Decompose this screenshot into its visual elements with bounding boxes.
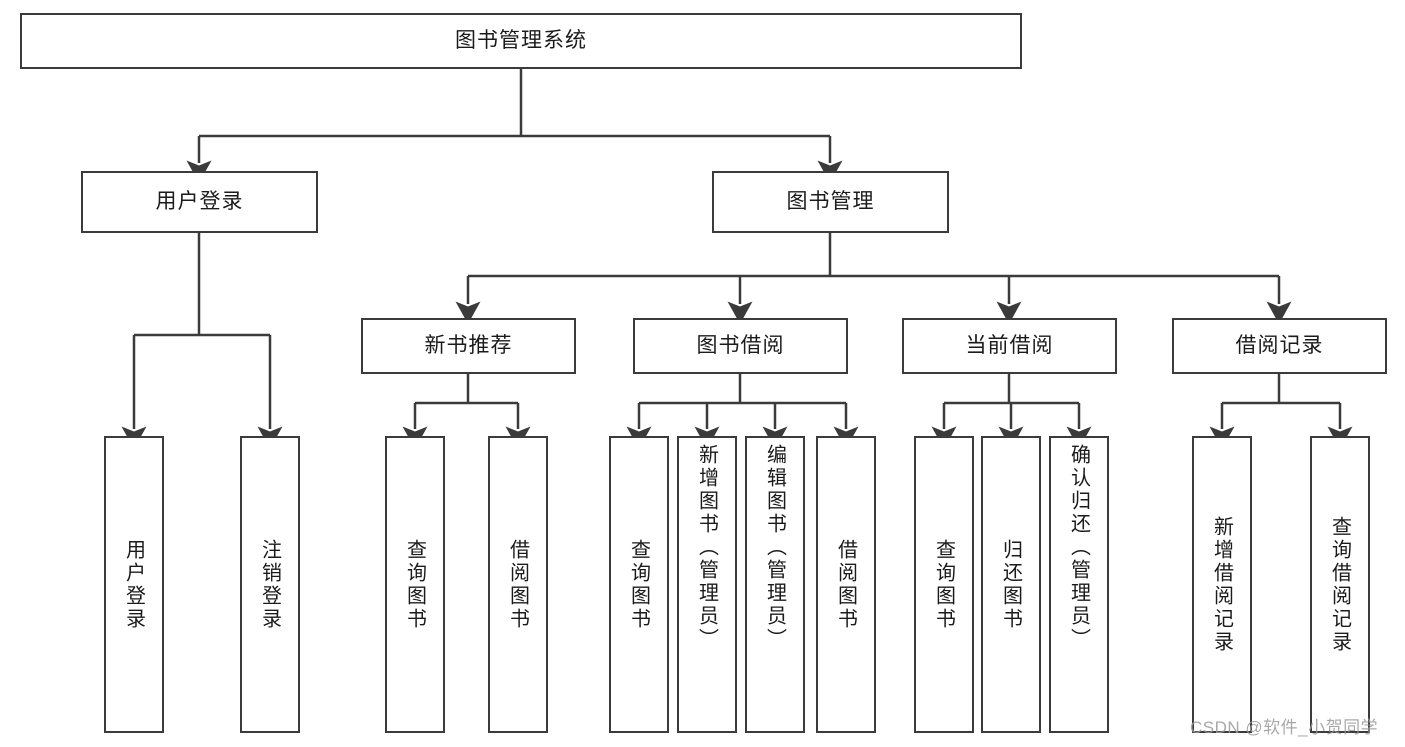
node-leaf-query-book-1[interactable]: 查询图书 [385,436,445,733]
node-leaf-add-record[interactable]: 新增借阅记录 [1192,436,1252,733]
node-user-login[interactable]: 用户登录 [81,171,318,233]
node-leaf-query-book-2-label: 查询图书 [627,538,650,631]
node-borrow-record-label: 借阅记录 [1235,334,1324,358]
node-leaf-confirm-return-label: 确认归还（管理员） [1067,444,1090,651]
node-leaf-borrow-book-1[interactable]: 借阅图书 [488,436,548,733]
node-root-label: 图书管理系统 [455,29,587,53]
node-leaf-return-book-label: 归还图书 [999,538,1022,631]
node-root[interactable]: 图书管理系统 [20,13,1022,69]
node-leaf-user-login[interactable]: 用户登录 [104,436,164,733]
node-leaf-return-book[interactable]: 归还图书 [981,436,1041,733]
node-book-borrow[interactable]: 图书借阅 [633,318,848,374]
node-leaf-user-login-label: 用户登录 [122,538,145,631]
node-book-manage[interactable]: 图书管理 [712,171,949,233]
node-leaf-query-book-3-label: 查询图书 [932,538,955,631]
node-current-borrow-label: 当前借阅 [965,334,1054,358]
node-current-borrow[interactable]: 当前借阅 [902,318,1117,374]
node-book-manage-label: 图书管理 [786,190,875,214]
node-leaf-borrow-book-1-label: 借阅图书 [506,538,529,631]
node-leaf-edit-book-label: 编辑图书（管理员） [763,444,786,651]
node-new-book-rec[interactable]: 新书推荐 [361,318,576,374]
node-leaf-confirm-return[interactable]: 确认归还（管理员） [1049,436,1109,733]
node-leaf-edit-book[interactable]: 编辑图书（管理员） [745,436,805,733]
node-leaf-add-book[interactable]: 新增图书（管理员） [677,436,737,733]
node-leaf-query-book-1-label: 查询图书 [403,538,426,631]
node-leaf-query-record-label: 查询借阅记录 [1328,515,1351,654]
node-user-login-label: 用户登录 [155,190,244,214]
watermark-text: CSDN @软件_小贺同学 [1190,718,1379,737]
node-leaf-logout-label: 注销登录 [258,538,281,631]
node-leaf-add-book-label: 新增图书（管理员） [695,444,718,651]
node-new-book-rec-label: 新书推荐 [424,334,513,358]
node-leaf-query-record[interactable]: 查询借阅记录 [1310,436,1370,733]
node-leaf-borrow-book-2[interactable]: 借阅图书 [816,436,876,733]
node-leaf-logout[interactable]: 注销登录 [240,436,300,733]
node-leaf-borrow-book-2-label: 借阅图书 [834,538,857,631]
node-borrow-record[interactable]: 借阅记录 [1172,318,1387,374]
node-leaf-query-book-3[interactable]: 查询图书 [914,436,974,733]
node-book-borrow-label: 图书借阅 [696,334,785,358]
node-leaf-query-book-2[interactable]: 查询图书 [609,436,669,733]
node-leaf-add-record-label: 新增借阅记录 [1210,515,1233,654]
